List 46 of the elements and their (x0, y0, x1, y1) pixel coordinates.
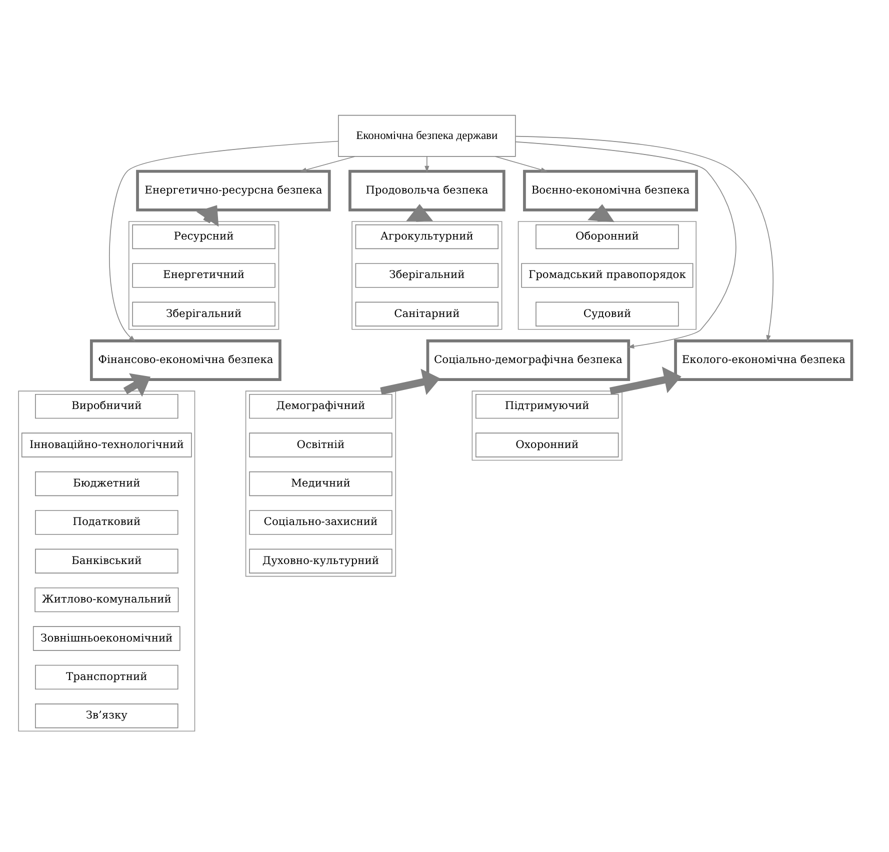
node-box: Охоронний (475, 432, 619, 457)
node-box: Медичний (249, 470, 392, 496)
node-box: Воєнно-економічна безпека (523, 169, 698, 211)
node-box: Житлово-комунальний (34, 586, 179, 612)
cluster (472, 390, 622, 460)
node-box: Духовно-культурний (249, 548, 392, 573)
arrow (515, 135, 774, 342)
node-box: Економічна безпека держави (338, 114, 516, 156)
arrow (109, 140, 339, 342)
node-box: Ресурсний (132, 224, 276, 249)
cluster (18, 390, 196, 732)
arrow (424, 156, 430, 172)
node-box: Інноваційно-технологічний (21, 432, 192, 457)
arrow (196, 204, 219, 226)
node-box: Соціально-захисний (249, 510, 392, 534)
node-box: Агрокультурний (355, 224, 499, 249)
node-box: Підтримуючий (475, 393, 619, 418)
node-box: Громадський правопорядок (521, 262, 694, 288)
node-box: Зовнішньоекономічний (32, 626, 180, 650)
node-box: Соціально-демографічна безпека (426, 338, 630, 380)
arrow (515, 140, 736, 348)
node-box: Зв’язку (35, 703, 178, 728)
node-box: Транспортний (35, 664, 178, 690)
node-box: Освітній (249, 432, 392, 457)
node-box: Судовий (536, 301, 679, 326)
node-box: Еколого-економічна безпека (674, 338, 854, 380)
node-box: Енергетичний (132, 262, 276, 288)
node-box: Бюджетний (35, 470, 178, 496)
node-box: Зберігальний (355, 262, 499, 288)
cluster (518, 220, 697, 330)
node-box: Санітарний (355, 301, 499, 326)
node-box: Енергетично-ресурсна безпека (136, 169, 331, 211)
node-box: Виробничий (35, 393, 178, 418)
node-box: Продовольча безпека (348, 169, 506, 211)
node-box: Зберігальний (132, 301, 276, 326)
node-box: Податковий (35, 510, 178, 534)
node-box: Оборонний (536, 224, 679, 249)
arrow (380, 368, 440, 395)
cluster (245, 390, 396, 576)
node-box: Фінансово-економічна безпека (90, 338, 282, 380)
arrow (123, 372, 151, 396)
arrow (610, 366, 682, 394)
node-box: Демографічний (249, 393, 392, 418)
cluster (352, 220, 502, 330)
node-box: Банківський (35, 548, 178, 573)
cluster (128, 220, 280, 330)
